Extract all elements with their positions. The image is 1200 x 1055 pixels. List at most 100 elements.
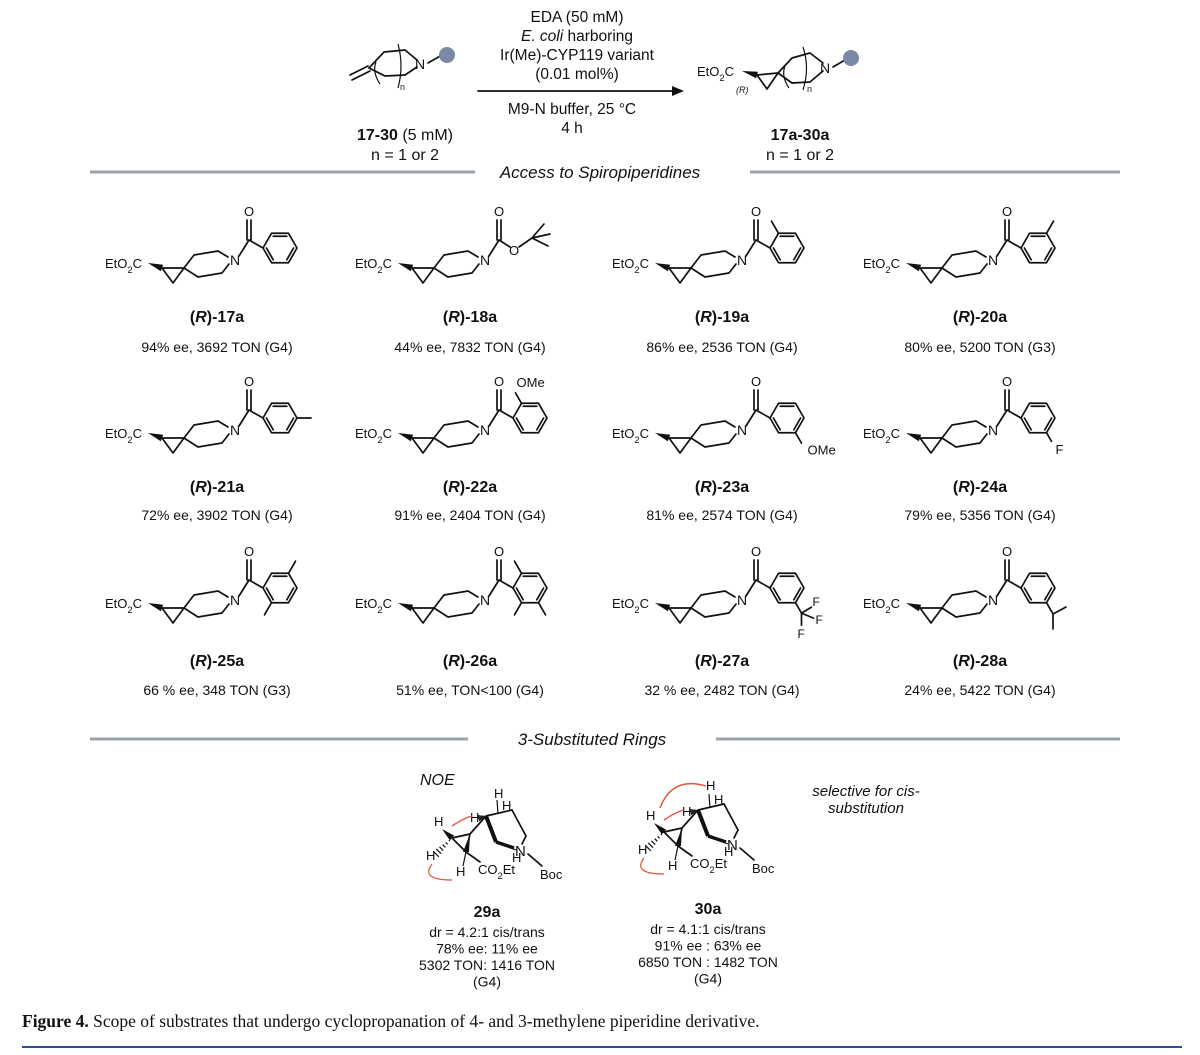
hash-stroke bbox=[654, 838, 658, 842]
benzene-ring bbox=[1020, 232, 1056, 264]
nitrogen-label: N bbox=[480, 592, 490, 608]
aromatic-double-bond bbox=[1023, 587, 1033, 601]
oxygen-label: O bbox=[244, 374, 254, 389]
exocyclic-double-bond bbox=[351, 70, 371, 81]
aromatic-double-bond bbox=[515, 417, 525, 431]
compound-stats: dr = 4.1:1 cis/trans bbox=[650, 921, 766, 937]
ring-outline bbox=[1020, 572, 1056, 604]
wedge-bond bbox=[675, 828, 682, 846]
methyl-bond bbox=[513, 560, 523, 575]
substrate-structure: nN bbox=[349, 43, 455, 92]
nitrogen-label: N bbox=[230, 592, 240, 608]
heteroatom-bead bbox=[439, 47, 455, 63]
aromatic-double-bond bbox=[1023, 417, 1033, 431]
hydrogen-label: H bbox=[706, 778, 715, 793]
bond bbox=[996, 239, 1008, 257]
compound-stats: 86% ee, 2536 TON (G4) bbox=[646, 339, 797, 355]
aromatic-double-bond bbox=[772, 417, 782, 431]
isopropyl-bond bbox=[1052, 606, 1067, 615]
hash-stroke bbox=[448, 839, 451, 842]
nitrogen-label: N bbox=[727, 837, 738, 854]
cf-bond bbox=[800, 606, 813, 614]
compound-stats: (G4) bbox=[473, 974, 501, 990]
compound-name: 29a bbox=[474, 904, 501, 921]
oxygen-label: O bbox=[1002, 204, 1012, 219]
ester-label: EtO2C bbox=[612, 256, 649, 275]
piperidine-bond bbox=[433, 420, 479, 439]
cyclopropane-ring bbox=[161, 437, 185, 454]
ring-bracket bbox=[802, 46, 808, 91]
h-bond bbox=[708, 793, 711, 809]
exocyclic-double-bond bbox=[349, 65, 369, 76]
oxygen-label: O bbox=[494, 544, 504, 559]
hash-bond bbox=[689, 808, 698, 816]
section-title-rings: 3-Substituted Rings bbox=[518, 730, 667, 749]
ring-bond bbox=[777, 70, 824, 84]
oxygen-label: O bbox=[244, 204, 254, 219]
nitrogen-label: N bbox=[230, 252, 240, 268]
selective-label: substitution bbox=[828, 800, 904, 817]
oxygen-label: O bbox=[1002, 544, 1012, 559]
wedge-bond bbox=[398, 263, 414, 272]
bold-bond bbox=[707, 834, 727, 844]
trifluoromethyl-bond bbox=[794, 601, 803, 614]
ester-label: EtO2C bbox=[697, 64, 734, 83]
hash-stroke bbox=[651, 840, 656, 845]
hash-stroke bbox=[657, 835, 661, 839]
bond bbox=[488, 239, 500, 257]
hydrogen-label: H bbox=[668, 858, 677, 873]
hash-stroke bbox=[445, 841, 449, 845]
benzene-ring bbox=[512, 572, 548, 604]
wedge-bond bbox=[148, 433, 164, 442]
aromatic-double-bond bbox=[1023, 247, 1033, 261]
hash-stroke bbox=[478, 815, 482, 821]
wedge-bond bbox=[655, 263, 671, 272]
fluoro-bond bbox=[1045, 431, 1053, 443]
bond bbox=[518, 237, 533, 248]
nitrogen-label: N bbox=[480, 252, 490, 268]
piperidine-bond bbox=[690, 603, 737, 618]
nitrogen-label: N bbox=[515, 843, 526, 860]
noe-arrow bbox=[451, 815, 473, 827]
piperidine-bond bbox=[690, 250, 736, 269]
aromatic-double-bond bbox=[772, 247, 782, 261]
bond bbox=[996, 579, 1008, 597]
ring-bond bbox=[723, 803, 739, 831]
product-label: 17a-30a bbox=[771, 127, 830, 144]
hash-bond bbox=[432, 839, 451, 858]
benzene-ring bbox=[1020, 402, 1056, 434]
benzene-ring bbox=[769, 402, 805, 434]
cyclopropane-ring bbox=[161, 607, 185, 624]
compound-stats: 91% ee : 63% ee bbox=[655, 938, 762, 954]
hash-bond bbox=[644, 833, 663, 852]
ring-index-label: n bbox=[400, 82, 405, 92]
cyclopropane-ring bbox=[161, 267, 185, 284]
hydrogen-label: H bbox=[714, 792, 723, 807]
benzene-ring bbox=[262, 402, 298, 434]
bond bbox=[498, 579, 514, 589]
bond bbox=[755, 409, 771, 419]
compound-name: (R)-26a bbox=[443, 653, 497, 670]
piperidine-bond bbox=[941, 590, 987, 609]
aromatic-double-bond bbox=[285, 417, 295, 431]
ester-label: EtO2C bbox=[105, 426, 142, 445]
nitrogen-label: N bbox=[415, 56, 425, 72]
compound-name: (R)-24a bbox=[953, 479, 1007, 496]
h-bond bbox=[674, 845, 679, 861]
hydrogen-label: H bbox=[638, 842, 647, 857]
bond bbox=[1006, 579, 1022, 589]
noe-arrow bbox=[428, 863, 453, 881]
arrow-head bbox=[672, 86, 684, 96]
hash-stroke bbox=[435, 848, 442, 855]
compound-name: 30a bbox=[695, 901, 722, 918]
hash-stroke bbox=[660, 833, 663, 836]
compound-name: (R)-20a bbox=[953, 309, 1007, 326]
cyclopropane-ring bbox=[668, 267, 692, 284]
ester-label: EtO2C bbox=[612, 596, 649, 615]
benzene-ring bbox=[262, 232, 298, 264]
